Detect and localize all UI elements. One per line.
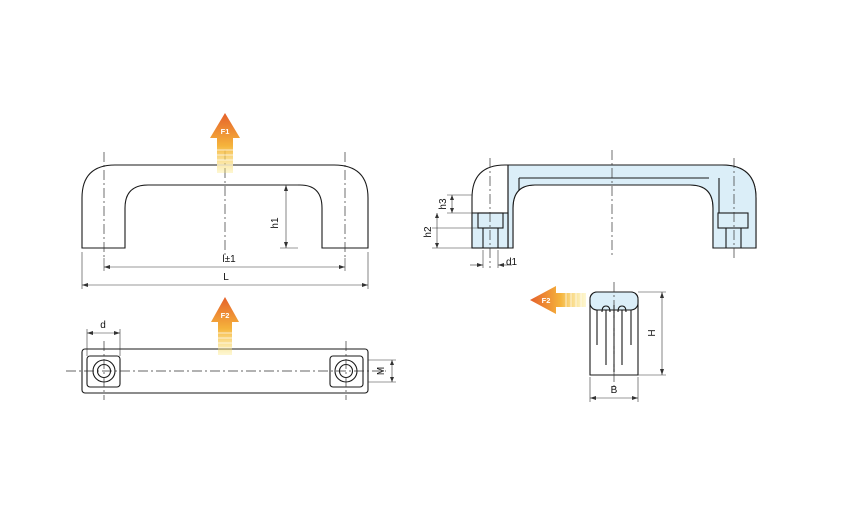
label-f2-side: F2 [542,296,551,305]
insert-left [477,212,504,229]
force-arrow-f2-side: F2 [530,286,586,314]
section-cut-fill [507,164,757,249]
label-h1: h1 [270,217,281,229]
label-L: L [223,272,229,283]
insert-right [717,212,749,229]
side-view: H B [589,282,666,402]
label-d: d [100,320,106,331]
boss-left [86,355,121,388]
label-l: l±1 [222,254,236,265]
label-B: B [611,385,618,396]
section-view: h3 h2 d1 [423,150,757,268]
label-h2: h2 [423,226,434,238]
label-f1: F1 [221,127,230,136]
force-arrow-f1: F1 [210,113,240,173]
label-M: M [376,367,387,375]
label-d1: d1 [506,257,518,268]
handle-front-outline [81,164,369,249]
label-h3: h3 [438,198,449,210]
boss-right [329,355,364,388]
front-view: h1 l±1 L [81,150,369,289]
force-arrow-f2-top: F2 [211,297,239,355]
label-H: H [647,329,658,336]
label-f2-top: F2 [221,311,230,320]
